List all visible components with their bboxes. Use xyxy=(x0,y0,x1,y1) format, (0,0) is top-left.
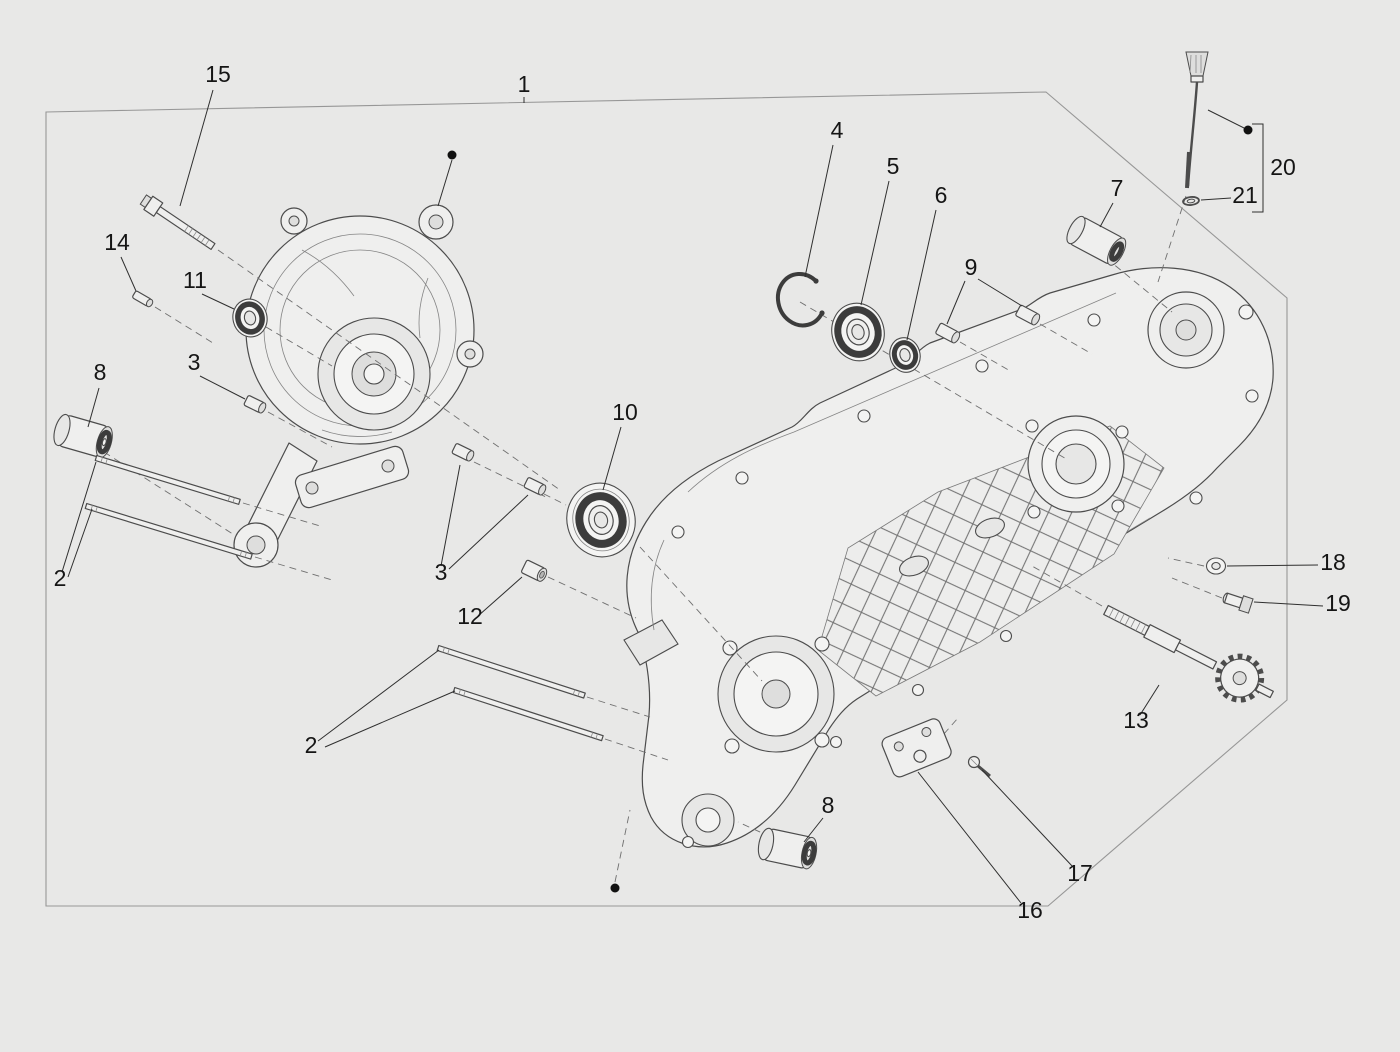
part-2-stud-mid-upper xyxy=(436,644,586,699)
part-5-bearing xyxy=(831,302,885,362)
part-12-bush xyxy=(521,559,548,582)
part-8-bushing-left xyxy=(53,413,113,459)
callout-10: 10 xyxy=(612,399,638,425)
assembly-axes xyxy=(103,195,1223,883)
part-2-stud-left-lower xyxy=(84,502,253,560)
part-2-stud-mid-lower xyxy=(452,686,604,742)
callout-20: 20 xyxy=(1270,154,1296,180)
callout-19: 19 xyxy=(1325,590,1351,616)
assembly-marker-dot-upper xyxy=(447,150,457,160)
callout-1: 1 xyxy=(518,71,531,97)
diagram-frame xyxy=(45,91,1288,907)
callout-11: 11 xyxy=(183,267,207,293)
part-3-dowel-upper xyxy=(243,395,267,414)
part-17-screw xyxy=(967,755,991,778)
part-14-pin xyxy=(132,290,154,308)
part-9-dowel-1 xyxy=(935,322,961,344)
part-3-dowel-mid-2 xyxy=(523,477,547,496)
callout-5: 5 xyxy=(887,153,900,179)
callout-15: 15 xyxy=(205,61,231,87)
part-18-washer xyxy=(1205,557,1227,575)
assembly-marker-dot-dipstick xyxy=(1243,125,1253,135)
callout-14: 14 xyxy=(104,229,130,255)
assembly-marker-dot-lower xyxy=(610,883,620,893)
part-9-dowel-2 xyxy=(1015,304,1041,326)
part-8-bushing-lower xyxy=(757,827,818,870)
callout-6: 6 xyxy=(935,182,948,208)
part-13-shaft xyxy=(1103,604,1274,703)
callout-9: 9 xyxy=(965,254,978,280)
callout-8-left: 8 xyxy=(94,359,107,385)
callout-17: 17 xyxy=(1067,860,1093,886)
part-21-washer xyxy=(1182,196,1200,206)
part-4-circlip xyxy=(775,271,825,328)
callout-3-mid: 3 xyxy=(435,559,448,585)
callout-16: 16 xyxy=(1017,897,1043,923)
callout-13: 13 xyxy=(1123,707,1149,733)
part-20-dipstick xyxy=(1185,51,1209,189)
callout-4: 4 xyxy=(831,117,844,143)
part-6-seal xyxy=(889,337,921,373)
callout-2-left: 2 xyxy=(54,565,67,591)
leader-lines xyxy=(61,89,1324,904)
callout-12: 12 xyxy=(457,603,483,629)
part-19-plug-bolt xyxy=(1222,592,1254,614)
callout-3-upper: 3 xyxy=(188,349,201,375)
part-15-bolt xyxy=(139,194,216,251)
callout-2-mid: 2 xyxy=(305,732,318,758)
part-11-bearing xyxy=(232,298,268,338)
part-10-bearing xyxy=(566,482,636,558)
part-7-roller xyxy=(1066,215,1127,266)
callout-21: 21 xyxy=(1232,182,1258,208)
callout-7: 7 xyxy=(1111,175,1124,201)
left-crankcase-half xyxy=(233,204,484,568)
bracket-20-21 xyxy=(1252,123,1264,213)
part-16-cover-plate xyxy=(881,718,952,778)
part-2-stud-left-upper xyxy=(94,454,241,505)
callout-18: 18 xyxy=(1320,549,1346,575)
part-3-dowel-mid-1 xyxy=(451,443,475,462)
callout-8-lower: 8 xyxy=(822,792,835,818)
callout-labels: 1 15 14 11 8 3 2 3 12 10 2 4 5 6 9 7 20 … xyxy=(54,61,1351,923)
